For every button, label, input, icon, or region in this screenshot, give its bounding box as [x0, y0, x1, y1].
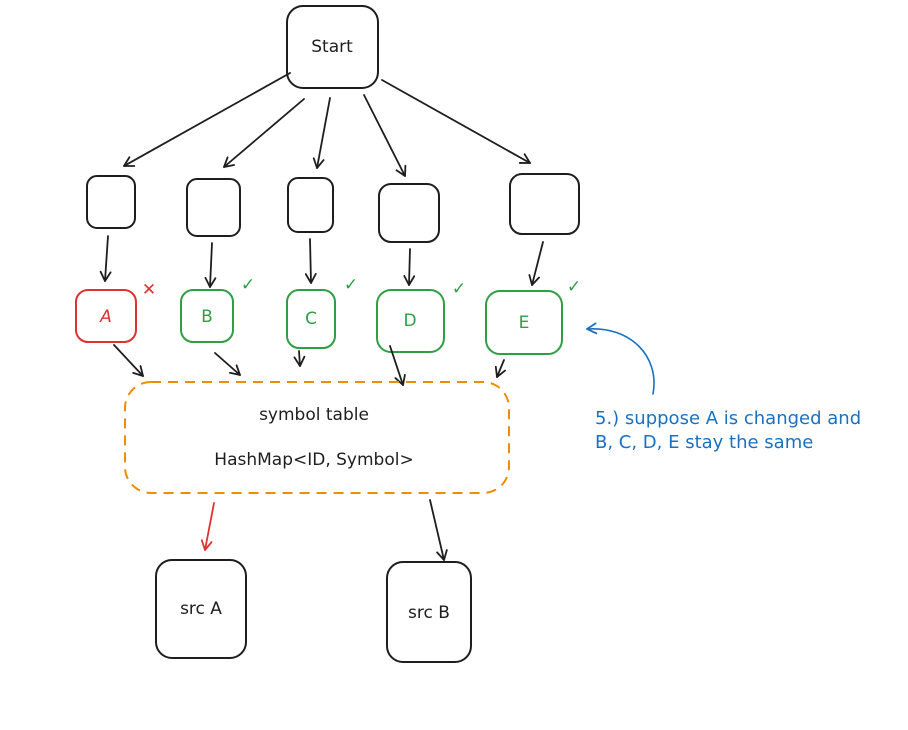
intermediate-node-5 [509, 173, 580, 235]
module-c: C ✓ [286, 275, 358, 349]
arrow-module-e-to-table [494, 359, 506, 378]
module-a-label: A [99, 307, 112, 327]
arrow-module-a-to-table [113, 344, 144, 377]
arrow-node-5-to-module-e [528, 241, 544, 286]
start-arrows [123, 72, 531, 177]
arrow-table-to-src-a [200, 502, 215, 551]
module-d-label: D [403, 311, 416, 331]
start-node-label: Start [311, 37, 353, 57]
output-arrows [200, 499, 448, 561]
output-src-a: src A [155, 559, 247, 659]
arrow-node-2-to-module-b [204, 242, 217, 288]
arrow-table-to-src-b [429, 499, 448, 561]
annotation: 5.) suppose A is changed and B, C, D, E … [586, 322, 861, 453]
arrow-module-b-to-table [214, 352, 241, 376]
module-arrows [113, 344, 506, 386]
arrow-module-d-to-table [389, 345, 406, 386]
module-d-check-mark: ✓ [452, 279, 466, 299]
module-b-label: B [201, 307, 213, 327]
arrow-module-c-to-table [293, 350, 306, 367]
arrow-node-1-to-module-a [99, 235, 112, 282]
intermediate-arrows [99, 235, 544, 288]
annotation-line-1: 5.) suppose A is changed and [595, 408, 861, 429]
module-c-check-mark: ✓ [344, 275, 358, 295]
symbol-table: symbol table HashMap<ID, Symbol> [124, 381, 510, 494]
arrow-start-to-node-1 [123, 72, 291, 167]
intermediate-node-2 [186, 178, 241, 237]
intermediate-node-4 [378, 183, 440, 243]
intermediate-node-1 [86, 175, 136, 229]
module-c-label: C [305, 309, 317, 329]
arrow-start-to-node-3 [312, 97, 331, 169]
module-d: D ✓ [376, 279, 466, 353]
module-b-check-mark: ✓ [241, 275, 255, 295]
arrow-start-to-node-5 [381, 79, 531, 164]
output-src-a-label: src A [180, 599, 222, 619]
symbol-table-type: HashMap<ID, Symbol> [214, 450, 413, 470]
output-src-b-label: src B [408, 603, 450, 623]
output-src-b: src B [386, 561, 472, 663]
arrow-start-to-node-4 [363, 94, 407, 177]
start-node: Start [286, 5, 379, 89]
intermediate-nodes [86, 173, 580, 243]
module-e-label: E [519, 313, 530, 333]
module-e: E ✓ [485, 277, 581, 355]
module-a-changed-mark: ✕ [142, 280, 156, 300]
intermediate-node-3 [287, 177, 334, 233]
module-a: A ✕ [75, 280, 156, 343]
arrow-start-to-node-2 [223, 98, 305, 168]
annotation-line-2: B, C, D, E stay the same [595, 432, 813, 453]
annotation-arrow [586, 322, 655, 395]
module-b: B ✓ [180, 275, 255, 343]
arrow-node-4-to-module-d [403, 248, 416, 286]
symbol-table-title: symbol table [259, 405, 369, 425]
arrow-node-3-to-module-c [304, 238, 317, 284]
module-e-check-mark: ✓ [567, 277, 581, 297]
